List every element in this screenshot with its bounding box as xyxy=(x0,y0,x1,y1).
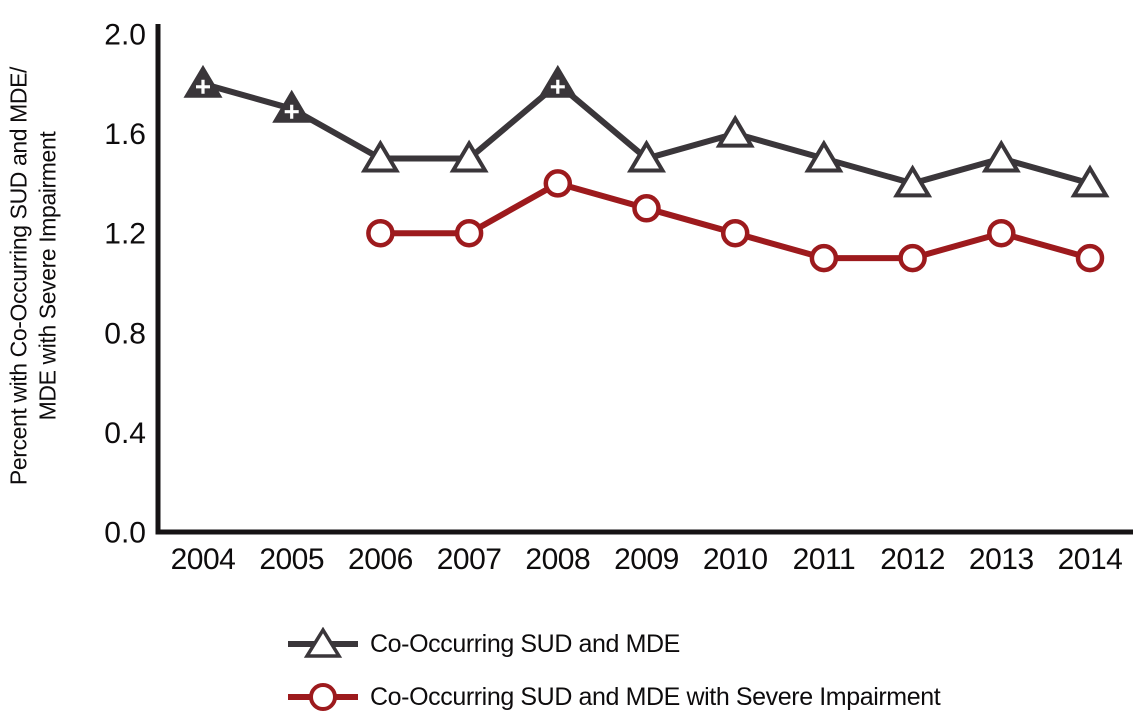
legend-label-sud-and-mde: Co-Occurring SUD and MDE xyxy=(370,629,680,658)
plus-icon xyxy=(196,79,210,94)
x-tick-label: 2010 xyxy=(703,543,768,576)
data-point-triangle xyxy=(626,139,667,173)
x-tick-label: 2013 xyxy=(969,543,1034,576)
data-point-circle xyxy=(898,243,927,273)
legend-item-sud-and-mde-severe-impairment: Co-Occurring SUD and MDE with Severe Imp… xyxy=(286,680,941,714)
x-tick-label: 2008 xyxy=(525,543,590,576)
legend-circle-icon xyxy=(309,683,337,711)
data-point-triangle xyxy=(804,139,844,173)
data-point-circle xyxy=(366,218,395,248)
plot-area: 0.0 0.4 0.8 1.2 1.6 2.0 2004 2005 2006 2007 2008 20… xyxy=(104,19,1133,576)
x-tick-label: 2009 xyxy=(614,543,679,576)
y-tick-label: 1.6 xyxy=(104,118,146,151)
data-point-triangle xyxy=(360,139,400,173)
y-tick-label: 0.4 xyxy=(104,417,146,450)
data-point-triangle xyxy=(449,139,489,173)
data-point-circle xyxy=(1075,243,1105,273)
data-point-circle xyxy=(720,218,750,248)
x-tick-label: 2005 xyxy=(259,543,324,576)
x-tick-label: 2004 xyxy=(171,543,236,576)
data-point-circle xyxy=(454,218,484,248)
plus-icon xyxy=(284,104,299,119)
x-tick-label: 2014 xyxy=(1058,543,1123,576)
data-point-triangle xyxy=(1070,164,1110,198)
data-point-triangle xyxy=(893,164,933,198)
y-tick-label: 1.2 xyxy=(104,218,146,251)
x-tick-label: 2007 xyxy=(437,543,502,576)
legend-item-sud-and-mde: Co-Occurring SUD and MDE xyxy=(286,627,940,661)
legend-label-sud-and-mde-severe-impairment: Co-Occurring SUD and MDE with Severe Imp… xyxy=(370,682,941,711)
data-point-circle xyxy=(543,169,573,198)
axis-lines xyxy=(155,24,1133,535)
data-point-circle xyxy=(632,194,661,223)
legend: Co-Occurring SUD and MDE Co-Occurring SU… xyxy=(286,627,941,724)
data-point-triangle xyxy=(981,139,1021,173)
legend-triangle-icon xyxy=(303,627,343,658)
x-tick-label: 2011 xyxy=(793,543,856,576)
data-point-circle xyxy=(987,218,1016,248)
legend-circle-marker-icon xyxy=(288,683,358,711)
legend-triangle-marker-icon xyxy=(288,627,358,658)
y-tick-label: 2.0 xyxy=(104,19,146,52)
y-tick-label: 0.8 xyxy=(104,317,146,350)
data-point-circle xyxy=(809,243,839,273)
x-tick-label: 2006 xyxy=(348,543,413,576)
plus-icon xyxy=(550,79,565,94)
data-point-triangle xyxy=(715,114,755,148)
y-tick-label: 0.0 xyxy=(104,517,146,550)
x-tick-label: 2012 xyxy=(880,543,945,576)
